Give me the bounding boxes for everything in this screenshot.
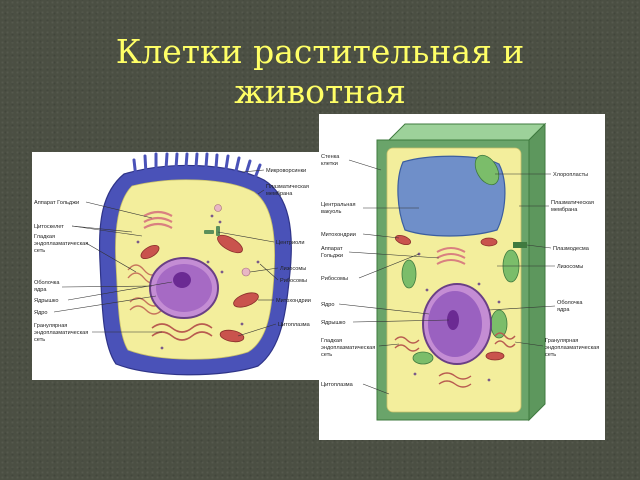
animal-label-mitochondria: Митохондрии — [276, 298, 311, 304]
animal-label-granular-er-3: сеть — [34, 337, 45, 343]
plant-label-granular-er-3: сеть — [545, 352, 556, 358]
plant-label-nucleus: Ядро — [321, 302, 335, 308]
animal-label-ribosomes: Рибосомы — [280, 278, 307, 284]
animal-ribosomes — [136, 214, 260, 350]
animal-golgi — [143, 210, 173, 229]
animal-cell-diagram: Аппарат Гольджи Цитоскелет Гладкая эндоп… — [32, 152, 320, 380]
plant-label-vacuole-2: вакуоль — [321, 209, 342, 215]
plant-chloroplasts — [401, 154, 520, 365]
plant-label-chloroplasts: Хлоропласты — [553, 172, 588, 178]
plant-label-mitochondria: Митохондрии — [321, 232, 356, 238]
plant-cell-diagram: Стенка клетки Центральная вакуоль Митохо… — [319, 114, 605, 440]
animal-label-lysosomes: Лизосомы — [280, 266, 306, 272]
slide-title-line-2: животная — [234, 72, 406, 112]
plant-plasmodesma — [513, 242, 527, 248]
plant-left-leaders — [338, 159, 450, 395]
animal-label-plasma-membrane-1: Плазматическая — [266, 184, 309, 190]
plant-label-granular-er-2: эндоплазматическая — [545, 345, 599, 351]
plant-label-vacuole-1: Центральная — [321, 202, 356, 208]
plant-label-smooth-er-3: сеть — [321, 352, 332, 358]
plant-label-cell-wall-2: клетки — [321, 161, 338, 167]
animal-label-nucleus: Ядро — [34, 310, 48, 316]
plant-central-vacuole — [397, 155, 506, 237]
plant-nucleus — [422, 283, 492, 365]
plant-label-golgi-1: Аппарат — [321, 246, 343, 252]
plant-cell-svg: Стенка клетки Центральная вакуоль Митохо… — [321, 122, 599, 422]
animal-label-nuclear-envelope-2: ядра — [34, 287, 47, 293]
plant-label-nuclear-envelope-2: ядра — [557, 307, 570, 313]
animal-mitochondria — [140, 234, 259, 343]
plant-ribosomes — [413, 252, 501, 382]
plant-label-nucleolus: Ядрышко — [321, 320, 346, 326]
animal-label-nuclear-envelope-1: Оболочка — [34, 280, 60, 286]
animal-label-nucleolus: Ядрышко — [34, 298, 59, 304]
plant-label-ribosomes: Рибосомы — [321, 276, 348, 282]
animal-label-plasma-membrane-2: мембрана — [266, 191, 293, 197]
animal-label-smooth-er-3: сеть — [34, 248, 45, 254]
plant-label-cell-wall-1: Стенка — [321, 154, 340, 160]
animal-label-granular-er-2: эндоплазматическая — [34, 330, 88, 336]
slide-title-line-1: Клетки растительная и — [115, 32, 525, 72]
animal-nucleus — [149, 257, 219, 319]
animal-label-cytoplasm: Цитоплазма — [278, 322, 311, 328]
plant-mitochondria — [394, 234, 505, 361]
plant-er — [394, 332, 516, 388]
animal-lysosomes — [214, 204, 251, 277]
animal-left-leaders — [53, 201, 173, 333]
animal-label-granular-er-1: Гранулярная — [34, 323, 67, 329]
plant-label-granular-er-1: Гранулярная — [545, 338, 578, 344]
plant-nucleolus — [447, 310, 459, 330]
plant-label-lysosomes: Лизосомы — [557, 264, 583, 270]
plant-label-plasmodesma: Плазмодесма — [553, 246, 590, 252]
animal-label-microvilli: Микроворсинки — [266, 168, 306, 174]
animal-label-golgi: Аппарат Гольджи — [34, 200, 79, 206]
animal-right-labels: Микроворсинки Плазматическая мембрана Це… — [266, 168, 311, 328]
animal-right-leaders — [217, 169, 279, 337]
slide-title: Клетки растительная и животная — [0, 32, 640, 112]
plant-label-cytoplasm: Цитоплазма — [321, 382, 354, 388]
animal-left-labels: Аппарат Гольджи Цитоскелет Гладкая эндоп… — [34, 200, 88, 343]
plant-label-golgi-2: Гольджи — [321, 253, 343, 259]
plant-label-nuclear-envelope-1: Оболочка — [557, 300, 583, 306]
plant-label-smooth-er-1: Гладкая — [321, 338, 342, 344]
animal-cell-svg: Аппарат Гольджи Цитоскелет Гладкая эндоп… — [34, 152, 311, 376]
animal-label-cytoskeleton: Цитоскелет — [34, 224, 64, 230]
plant-label-plasma-membrane-1: Плазматическая — [551, 200, 594, 206]
animal-label-smooth-er-2: эндоплазматическая — [34, 241, 88, 247]
animal-nucleolus — [173, 272, 191, 288]
plant-left-labels: Стенка клетки Центральная вакуоль Митохо… — [321, 154, 375, 388]
plant-right-leaders — [488, 173, 556, 347]
plant-label-plasma-membrane-2: мембрана — [551, 207, 578, 213]
animal-label-centrioles: Центриоли — [276, 240, 305, 246]
plant-golgi — [436, 247, 466, 265]
animal-label-smooth-er-1: Гладкая — [34, 234, 55, 240]
plant-right-labels: Хлоропласты Плазматическая мембрана Плаз… — [545, 172, 599, 358]
animal-centrioles — [204, 226, 220, 236]
plant-label-smooth-er-2: эндоплазматическая — [321, 345, 375, 351]
